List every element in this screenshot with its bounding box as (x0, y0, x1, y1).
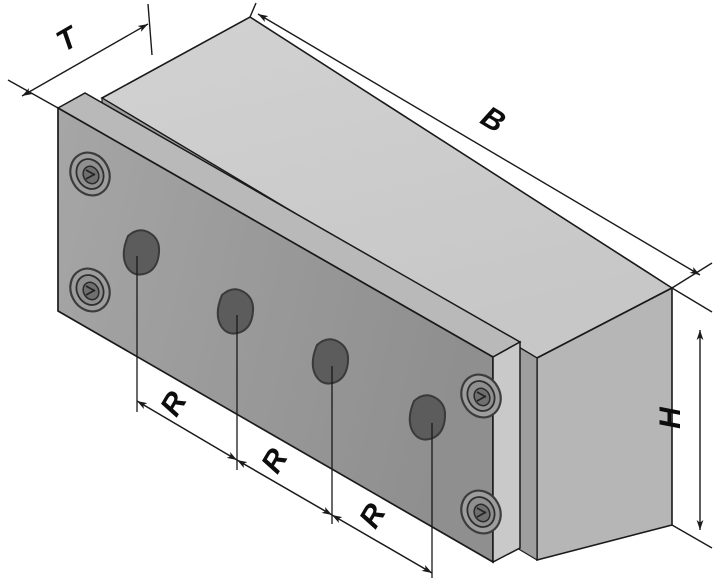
dimension-label-T: T (51, 20, 86, 59)
dimension-label-R1: R (154, 386, 194, 422)
clamping-hole-shape (216, 288, 255, 335)
h-dimension-group (671, 287, 713, 549)
counterbore-hole-top-right (460, 373, 502, 419)
dimension-label-R3: R (353, 498, 393, 534)
counterbore-hole-bottom-right (460, 489, 502, 535)
t-extension-line-right (147, 3, 153, 56)
r-dimension-line-3 (331, 514, 433, 574)
clamping-hole-shape (408, 394, 447, 441)
r-dimension-group (136, 400, 433, 574)
counterbore-hex-socket (476, 391, 487, 402)
clamping-hole-shape (122, 229, 161, 276)
front-plate-right-edge (492, 340, 521, 564)
counterbore-hex-socket (85, 169, 96, 180)
counterbore-hex-socket (85, 285, 96, 296)
r-dimension-line-1 (136, 400, 238, 461)
clamping-hole-2 (216, 288, 255, 335)
b-dimension-line (257, 13, 701, 276)
t-dimension-group (7, 3, 153, 109)
dimension-label-B: B (475, 100, 511, 139)
counterbore-hole-bottom-left (69, 267, 111, 313)
b-dimension-group (249, 2, 713, 289)
b-extension-line-right (671, 262, 713, 289)
clamping-hole-1 (122, 229, 161, 276)
r-dimension-line-2 (236, 459, 333, 516)
extension-lines (136, 256, 433, 578)
clamping-hole-4 (408, 394, 447, 441)
h-extension-line-top (671, 287, 713, 313)
b-extension-line-left (249, 2, 257, 18)
counterbore-hex-socket (476, 507, 487, 518)
counterbore-hole-top-left (69, 151, 111, 197)
clamping-hole-shape (311, 338, 350, 385)
clamping-hole-3 (311, 338, 350, 385)
h-extension-line-bottom (671, 524, 713, 549)
t-extension-line-left (7, 79, 59, 109)
t-dimension-line (21, 23, 149, 97)
dimension-label-H: H (654, 406, 687, 429)
